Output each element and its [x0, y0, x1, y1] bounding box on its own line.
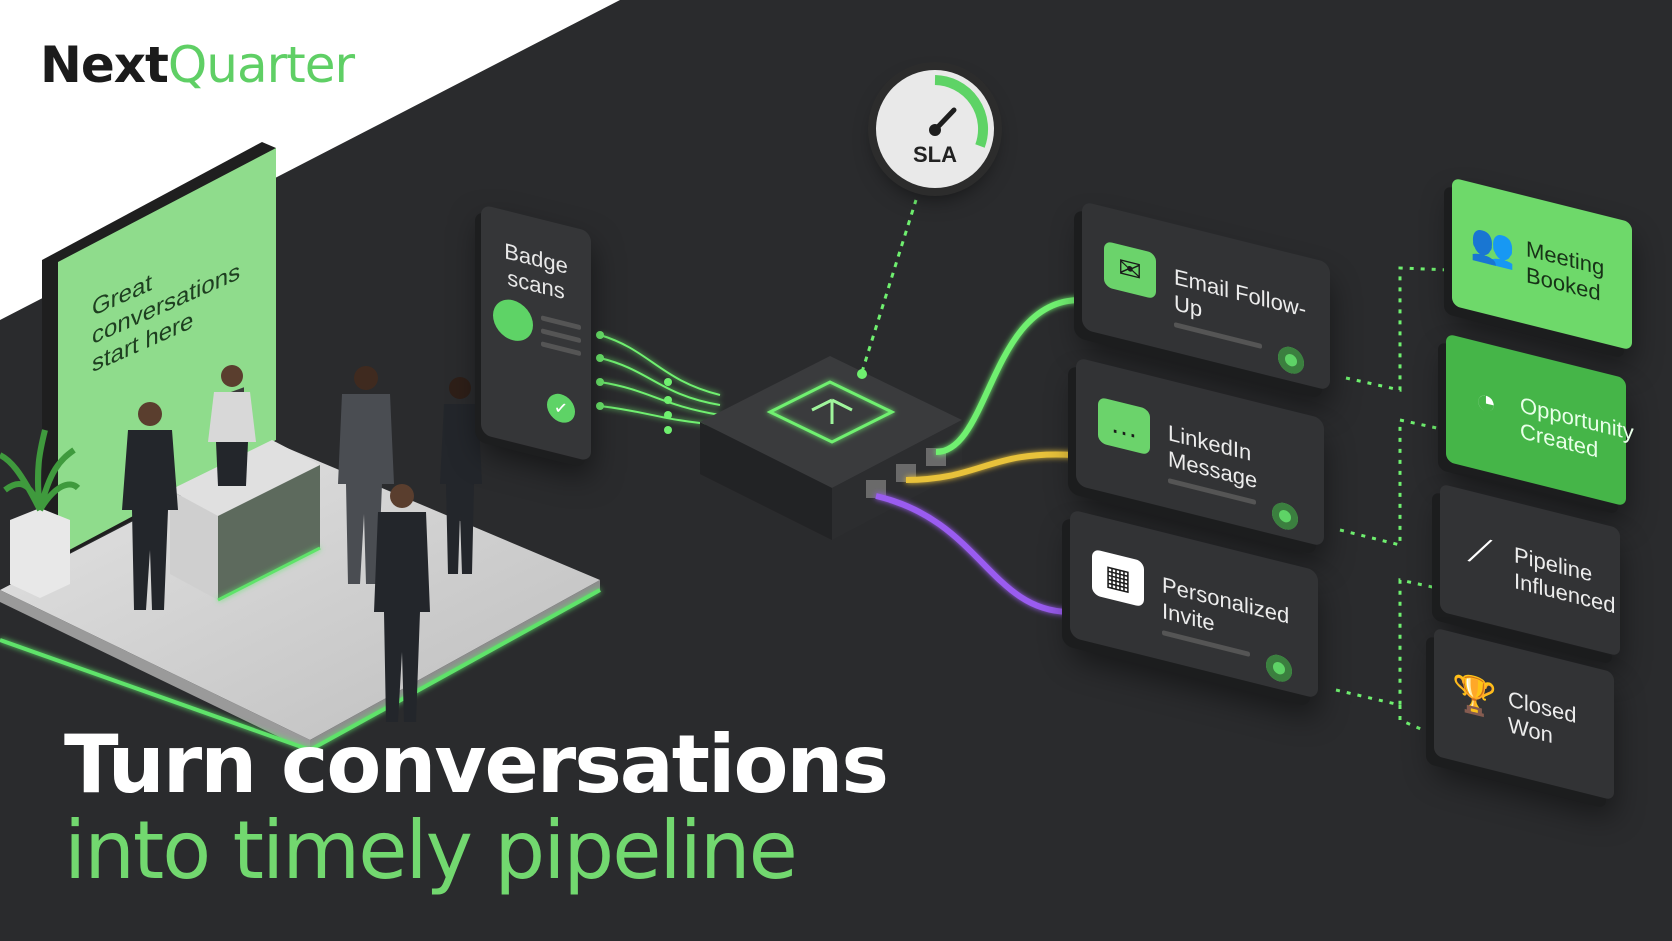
action-label-email: Email Follow-Up	[1174, 264, 1307, 323]
sla-label: SLA	[913, 142, 957, 167]
plant-pot	[10, 508, 70, 598]
action-label-linkedin: LinkedIn Message	[1168, 420, 1258, 494]
stage-label-opportunity: Opportunity Created	[1520, 392, 1634, 463]
sla-gauge: SLA	[876, 70, 994, 188]
mail-icon: ✉	[1104, 240, 1156, 300]
badge-detail-lines	[541, 315, 581, 364]
email-line	[935, 297, 1081, 455]
trophy-icon: 🏆	[1452, 669, 1497, 722]
check-icon: ✓	[547, 390, 575, 426]
people-icon: 👥	[1470, 219, 1515, 272]
brand-name-part2: Quarter	[167, 36, 355, 94]
person-icon	[493, 295, 533, 346]
headline-line1: Turn conversations	[64, 718, 889, 811]
brand-name-part1: Next	[40, 36, 169, 94]
badge-scans-card: Badge scans ✓	[481, 204, 591, 462]
invite-line	[875, 493, 1069, 615]
sla-connector	[860, 199, 918, 373]
badge-scans-title: Badge scans	[504, 238, 568, 305]
action-label-invite: Personalized Invite	[1162, 572, 1290, 637]
people	[122, 365, 482, 722]
badge-connectors	[599, 334, 721, 426]
routing-hub	[700, 356, 962, 540]
linkedin-line	[905, 451, 1075, 483]
brand-logo: NextQuarter	[40, 36, 355, 94]
trend-icon: ⟋	[1467, 527, 1493, 575]
status-dot	[1266, 651, 1292, 685]
stage-label-closed: Closed Won	[1508, 686, 1577, 749]
status-dot	[1278, 343, 1304, 377]
chat-icon: …	[1098, 396, 1150, 456]
headline-line2: into timely pipeline	[64, 804, 798, 897]
stage-label-pipeline: Pipeline Influenced	[1514, 542, 1616, 619]
calendar-icon: ▦	[1092, 548, 1144, 608]
stage-label-meeting: Meeting Booked	[1526, 236, 1605, 306]
pie-chart-icon: ◔	[1475, 377, 1497, 425]
status-dot	[1272, 499, 1298, 533]
headline: Turn conversations into timely pipeline	[64, 718, 889, 897]
